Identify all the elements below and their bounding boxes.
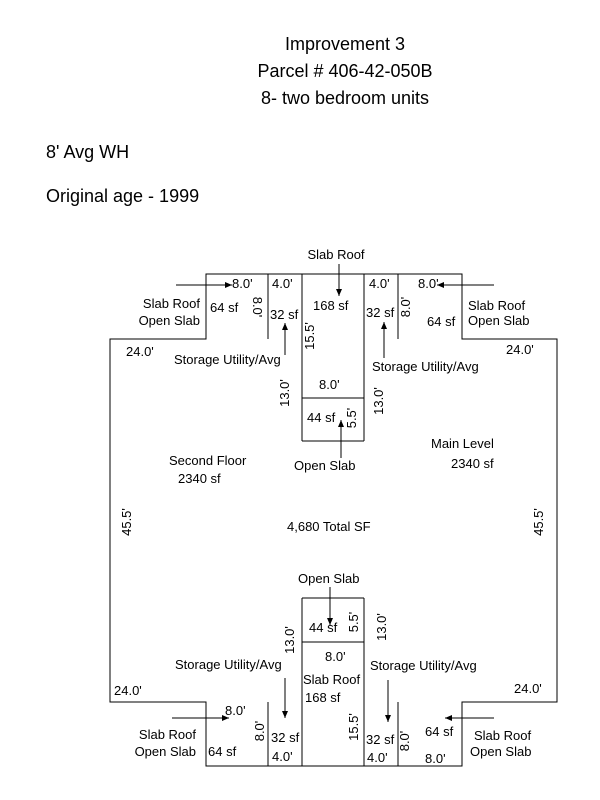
bottom-center-depth: 15.5' xyxy=(346,713,361,741)
title-parcel: Parcel # 406-42-050B xyxy=(257,61,433,81)
top-left-wing-width: 24.0' xyxy=(126,344,154,359)
bottom-right-patio-area: 64 sf xyxy=(425,724,454,739)
bottom-left-patio-depth: 8.0' xyxy=(252,721,267,742)
left-area-sf: 2340 sf xyxy=(178,471,221,486)
top-center-depth: 15.5' xyxy=(302,322,317,350)
bottom-right-wing-width: 24.0' xyxy=(514,681,542,696)
title-units: 8- two bedroom units xyxy=(260,88,430,108)
top-open-slab-area: 44 sf xyxy=(307,410,336,425)
top-left-patio-area: 64 sf xyxy=(210,300,239,315)
bottom-left-storage-label: Storage Utility/Avg xyxy=(175,657,282,672)
bottom-left-storage-area: 32 sf xyxy=(271,730,300,745)
title-improvement: Improvement 3 xyxy=(284,34,406,54)
left-area-name: Second Floor xyxy=(169,453,247,468)
left-wall-length: 45.5' xyxy=(119,508,134,536)
top-right-wing-width: 24.0' xyxy=(506,342,534,357)
bottom-open-slab-label: Open Slab xyxy=(298,571,359,586)
top-left-storage-label: Storage Utility/Avg xyxy=(174,352,281,367)
bottom-left-patio-width: 8.0' xyxy=(225,703,246,718)
bottom-right-storage-width: 4.0' xyxy=(367,750,388,765)
top-left-patio-name-1: Slab Roof xyxy=(143,296,200,311)
main-outline xyxy=(109,273,558,767)
note-original-age: Original age - 1999 xyxy=(46,186,200,206)
top-left-patio-name-2: Open Slab xyxy=(139,313,200,328)
bottom-open-slab-area: 44 sf xyxy=(309,620,338,635)
bottom-right-storage-depth: 13.0' xyxy=(374,613,389,641)
bottom-right-patio-name-2: Open Slab xyxy=(470,744,531,759)
top-left-patio-width: 8.0' xyxy=(232,276,253,291)
top-right-patio-width: 8.0' xyxy=(418,276,439,291)
bottom-center-area: 168 sf xyxy=(305,690,341,705)
bottom-left-storage-depth: 13.0' xyxy=(282,626,297,654)
top-right-patio-area: 64 sf xyxy=(427,314,456,329)
right-wall-length: 45.5' xyxy=(531,508,546,536)
top-right-patio-depth: 8.0' xyxy=(398,297,413,318)
bottom-open-slab-depth: 5.5' xyxy=(346,612,361,633)
bottom-open-slab-width: 8.0' xyxy=(325,649,346,664)
top-right-storage-label: Storage Utility/Avg xyxy=(372,359,479,374)
top-left-patio-depth: 8.0' xyxy=(250,297,265,318)
top-right-storage-depth: 13.0' xyxy=(371,387,386,415)
bottom-left-patio-name-1: Slab Roof xyxy=(139,727,196,742)
bottom-right-storage-label: Storage Utility/Avg xyxy=(370,658,477,673)
top-open-slab-depth: 5.5' xyxy=(344,408,359,429)
top-right-storage-area: 32 sf xyxy=(366,305,395,320)
top-right-storage-width: 4.0' xyxy=(369,276,390,291)
note-wall-height: 8' Avg WH xyxy=(46,142,130,162)
top-right-patio-name-2: Open Slab xyxy=(468,313,529,328)
right-area-name: Main Level xyxy=(431,436,494,451)
right-area-sf: 2340 sf xyxy=(451,456,494,471)
bottom-left-wing-width: 24.0' xyxy=(114,683,142,698)
bottom-left-patio-area: 64 sf xyxy=(208,744,237,759)
bottom-right-patio-depth: 8.0' xyxy=(397,731,412,752)
top-right-patio-name-1: Slab Roof xyxy=(468,298,525,313)
bottom-right-storage-area: 32 sf xyxy=(366,732,395,747)
top-left-storage-area: 32 sf xyxy=(270,307,299,322)
total-area: 4,680 Total SF xyxy=(287,519,371,534)
bottom-left-patio-name-2: Open Slab xyxy=(135,744,196,759)
top-left-storage-width: 4.0' xyxy=(272,276,293,291)
top-left-storage-depth: 13.0' xyxy=(277,379,292,407)
top-center-area: 168 sf xyxy=(313,298,349,313)
top-open-slab-width: 8.0' xyxy=(319,377,340,392)
bottom-slab-roof-label: Slab Roof xyxy=(303,672,360,687)
bottom-right-patio-name-1: Slab Roof xyxy=(474,728,531,743)
bottom-right-patio-width: 8.0' xyxy=(425,751,446,766)
top-slab-roof-label: Slab Roof xyxy=(307,247,364,262)
top-open-slab-label: Open Slab xyxy=(294,458,355,473)
bottom-left-storage-width: 4.0' xyxy=(272,749,293,764)
